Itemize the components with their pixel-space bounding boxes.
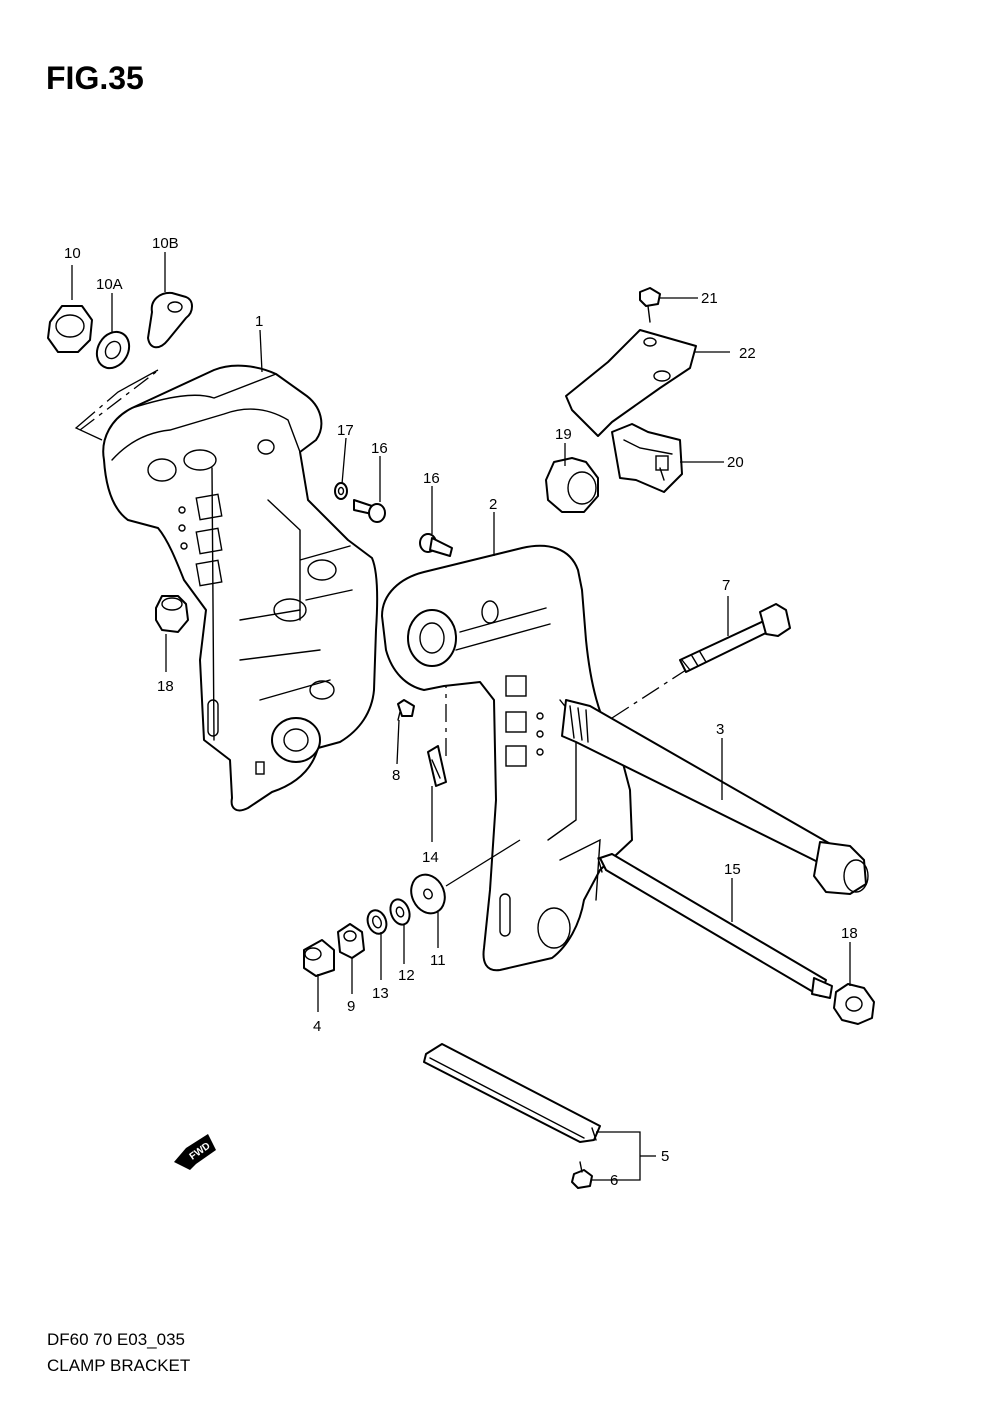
callout-20: 20 — [727, 454, 744, 471]
part-12-washer — [389, 898, 411, 926]
part-16-bolt-upper — [353, 499, 386, 523]
part-18-nut-right — [833, 983, 875, 1025]
callout-8: 8 — [392, 767, 400, 784]
fwd-arrow-icon: FWD — [174, 1134, 216, 1170]
callout-17: 17 — [337, 422, 354, 439]
callout-10a: 10A — [96, 276, 123, 293]
part-2-swivel-bracket — [381, 544, 633, 972]
callout-1: 1 — [255, 313, 263, 330]
part-14-clip — [427, 745, 447, 787]
part-13-washer — [366, 909, 388, 935]
callout-10b: 10B — [152, 235, 179, 252]
part-20-holder — [611, 423, 683, 493]
part-8-screw — [397, 699, 415, 721]
callout-6: 6 — [610, 1172, 618, 1189]
callout-7: 7 — [722, 577, 730, 594]
part-19-bushing — [545, 457, 599, 513]
callout-11: 11 — [430, 952, 446, 969]
callout-labels: 10 10A 10B 1 17 16 16 2 19 20 22 21 7 3 … — [64, 235, 858, 1189]
callout-15: 15 — [724, 861, 741, 878]
figure-name: CLAMP BRACKET — [47, 1356, 191, 1375]
part-10-nut — [47, 305, 93, 353]
figure-code: DF60 70 E03_035 — [47, 1330, 185, 1349]
part-11-washer — [410, 873, 446, 915]
callout-10: 10 — [64, 245, 81, 262]
callout-9: 9 — [347, 998, 355, 1015]
callout-3: 3 — [716, 721, 724, 738]
part-6-screw — [571, 1161, 593, 1189]
callout-14: 14 — [422, 849, 439, 866]
callout-13: 13 — [372, 985, 389, 1002]
callout-18-right: 18 — [841, 925, 858, 942]
callout-19: 19 — [555, 426, 572, 443]
part-4-bushing — [303, 939, 335, 977]
part-18-nut-left — [155, 595, 189, 633]
part-7-bolt — [679, 603, 791, 673]
callout-18-left: 18 — [157, 678, 174, 695]
part-17-washer — [334, 482, 348, 500]
part-3-through-bolt — [561, 699, 869, 895]
callout-4: 4 — [313, 1018, 321, 1035]
figure-title: FIG.35 — [46, 60, 144, 96]
callout-21: 21 — [701, 290, 718, 307]
leader-lines — [71, 252, 851, 1181]
callout-16-upper: 16 — [371, 440, 388, 457]
callout-5: 5 — [661, 1148, 669, 1165]
callout-12: 12 — [398, 967, 415, 984]
part-1-clamp-bracket — [102, 364, 379, 812]
part-10b-gasket — [147, 291, 193, 349]
part-9-nut — [337, 923, 365, 959]
part-15-shaft — [597, 853, 833, 999]
part-16-bolt-lower — [419, 533, 453, 557]
part-5-plate — [423, 1043, 601, 1143]
callout-2: 2 — [489, 496, 497, 513]
callout-16-lower: 16 — [423, 470, 440, 487]
part-10a-washer — [95, 330, 131, 370]
callout-22: 22 — [739, 345, 756, 362]
part-22-cover — [565, 329, 697, 437]
part-21-bolt — [639, 287, 661, 323]
